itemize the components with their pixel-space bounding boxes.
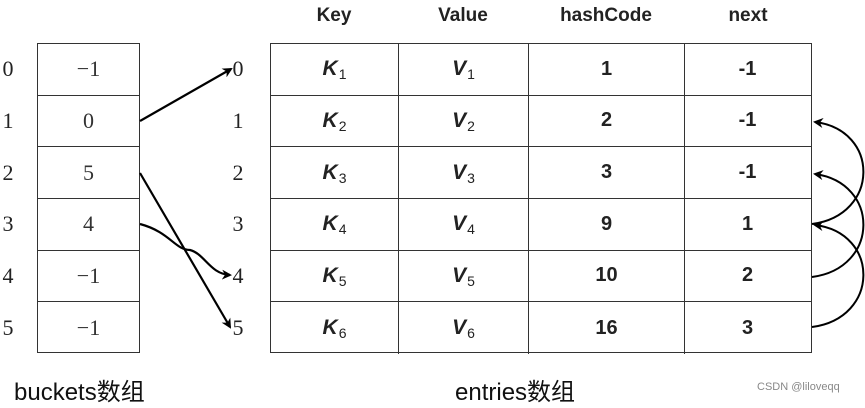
next-cell: 1 [741, 212, 754, 235]
hashcode-cell: 2 [529, 95, 685, 147]
hashcode-cell: 9 [529, 198, 685, 250]
hashcode-cell: 16 [529, 302, 685, 354]
bucket-cell: −1 [38, 251, 139, 303]
buckets-array: −1 0 5 4 −1 −1 [37, 43, 140, 353]
value-symbol: V [452, 108, 467, 132]
value-subscript: 6 [467, 325, 475, 342]
hashcode-cell: 10 [529, 250, 685, 302]
hashcode-cell: 1 [529, 44, 685, 95]
bucket-index-3: 3 [2, 211, 14, 236]
value-subscript: 1 [467, 66, 475, 83]
value-subscript: 4 [467, 221, 475, 238]
value-symbol: V [452, 57, 467, 81]
bucket-cell: 0 [38, 96, 139, 148]
next-cell: -1 [738, 57, 757, 80]
value-symbol: V [452, 316, 467, 340]
entry-index-2: 2 [232, 160, 244, 185]
buckets-caption: buckets数组 [14, 379, 145, 406]
key-symbol: K [322, 263, 338, 287]
bucket-cell: −1 [38, 44, 139, 96]
next-cell: -1 [738, 109, 757, 132]
header-hashcode: hashCode [560, 5, 652, 26]
bucket-cell: −1 [76, 315, 101, 341]
arrow-bucket3-to-entry4 [139, 222, 232, 280]
entry-index-3: 3 [232, 211, 244, 236]
value-symbol: V [452, 160, 467, 184]
arrow-next-entry3-to-entry1 [811, 118, 865, 225]
entry-index-1: 1 [232, 108, 244, 133]
entry-index-4: 4 [232, 263, 244, 288]
key-symbol: K [322, 57, 338, 81]
value-symbol: V [452, 212, 467, 236]
bucket-index-4: 4 [2, 263, 14, 288]
arrow-bucket1-to-entry0 [139, 68, 233, 122]
arrow-next-entry5-to-entry3 [811, 221, 865, 328]
key-subscript: 3 [338, 169, 347, 186]
key-symbol: K [322, 316, 338, 340]
bucket-index-1: 1 [2, 108, 14, 133]
bucket-index-0: 0 [2, 56, 14, 81]
entry-index-5: 5 [232, 315, 244, 340]
value-subscript: 2 [467, 117, 475, 134]
header-next: next [728, 5, 768, 26]
next-cell: -1 [738, 161, 757, 184]
bucket-cell: 5 [38, 147, 139, 199]
key-symbol: K [322, 212, 338, 236]
value-subscript: 5 [467, 272, 475, 289]
next-cell: 3 [741, 316, 754, 339]
bucket-index-2: 2 [2, 160, 14, 185]
key-subscript: 6 [338, 325, 347, 342]
key-subscript: 5 [338, 272, 347, 289]
value-symbol: V [452, 263, 467, 287]
hashcode-cell: 3 [529, 147, 685, 198]
entries-caption: entries数组 [455, 379, 576, 406]
key-subscript: 2 [338, 117, 347, 134]
key-subscript: 1 [338, 66, 347, 83]
watermark: CSDN @liloveqq [757, 381, 840, 393]
key-symbol: K [322, 160, 338, 184]
bucket-cell: 4 [38, 199, 139, 251]
arrow-bucket2-to-entry5 [139, 172, 232, 329]
header-key: Key [316, 5, 352, 26]
next-cell: 2 [741, 264, 754, 287]
arrow-next-entry4-to-entry2 [811, 170, 865, 278]
bucket-index-5: 5 [2, 315, 14, 340]
header-value: Value [438, 5, 488, 26]
entry-index-0: 0 [232, 56, 244, 81]
value-subscript: 3 [467, 169, 475, 186]
key-subscript: 4 [338, 221, 347, 238]
key-symbol: K [322, 108, 338, 132]
